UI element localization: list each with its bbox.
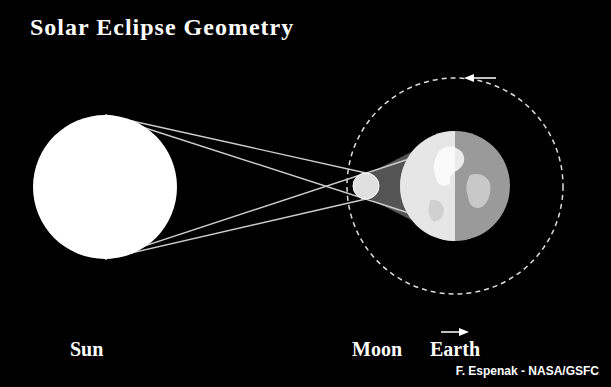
earth-continent xyxy=(466,174,490,208)
moon-orbit xyxy=(347,78,563,294)
earth-globe xyxy=(400,131,510,241)
body-label: Moon xyxy=(352,338,402,360)
diagram-title: Solar Eclipse Geometry xyxy=(30,14,294,40)
earth-continent xyxy=(434,146,465,186)
moon-disc xyxy=(353,173,379,199)
body-label: Earth xyxy=(430,338,480,360)
earth-continent xyxy=(429,200,444,222)
orbit-arrow-head xyxy=(464,74,474,82)
sun-disc xyxy=(33,115,177,259)
orbit-arrow xyxy=(472,77,496,79)
orbit-arrow-head xyxy=(459,328,469,336)
body-label: Sun xyxy=(70,338,103,360)
credit-note: F. Espenak - NASA/GSFC xyxy=(456,365,599,378)
orbit-arrow xyxy=(441,331,461,333)
